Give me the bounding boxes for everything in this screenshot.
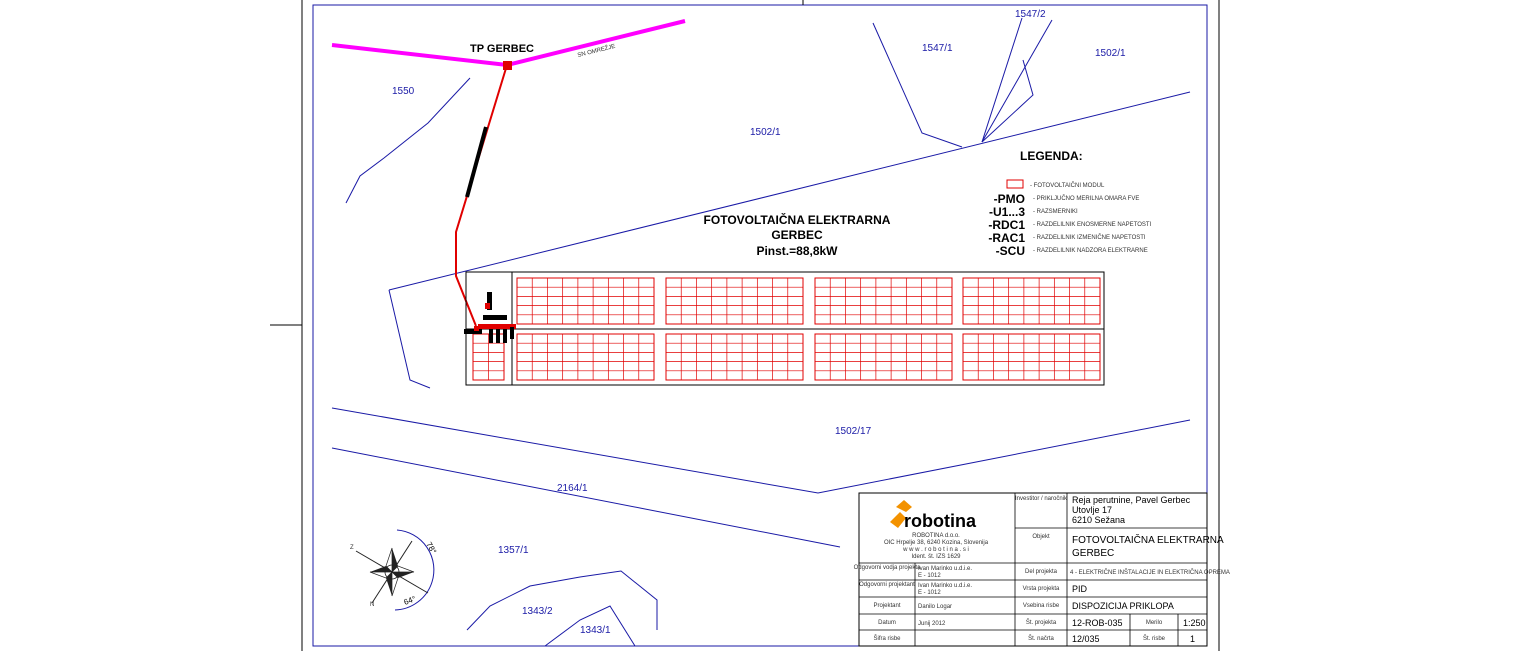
legend-title: LEGENDA: (1020, 149, 1083, 163)
plant-power: Pinst.=88,8kW (756, 244, 838, 258)
legend-code-1: -PMO (994, 192, 1025, 206)
sheet-label: Št. risbe (1143, 635, 1166, 642)
date-label: Datum (878, 620, 896, 626)
pv-module-block (814, 277, 953, 325)
parcel-boundaries (331, 17, 1191, 647)
parcel-1502-17: 1502/17 (835, 426, 872, 437)
filing-label: Šifra risbe (873, 635, 901, 642)
resp-designer-label: Odgovorni vodja projekta (854, 565, 921, 571)
company-ident: Ident. št. IZS 1629 (911, 554, 961, 560)
title-block (858, 492, 1208, 647)
resp-designer-line1: Ivan Marinko u.d.i.e. (918, 566, 972, 572)
investor-line3: 6210 Sežana (1072, 515, 1125, 525)
legend: LEGENDA: - FOTOVOLTAIČNI MODUL -PMO - PR… (988, 149, 1151, 258)
legend-item-2: - RAZSMERNIKI (1033, 209, 1078, 215)
pv-module-block (472, 333, 505, 381)
legend-code-4: -RAC1 (988, 231, 1025, 245)
projno-value: 12-ROB-035 (1072, 618, 1123, 628)
content-label: Vsebina risbe (1023, 603, 1060, 609)
scale-value: 1:250 (1183, 618, 1206, 628)
company-web: w w w . r o b o t i n a . s i (902, 547, 969, 553)
plant-title-line1: FOTOVOLTAIČNA ELEKTRARNA (704, 212, 891, 227)
projno-label: Št. projekta (1026, 619, 1057, 626)
pv-module-block (962, 277, 1101, 325)
parcel-2164-1: 2164/1 (557, 483, 588, 494)
parcel-1550: 1550 (392, 86, 415, 97)
parcel-1547-2: 1547/2 (1015, 9, 1046, 20)
legend-item-1: - PRIKLJUČNO MERILNA OMARA FVE (1033, 195, 1139, 202)
parcel-1502-1: 1502/1 (750, 127, 781, 138)
svg-text:Z: Z (350, 545, 354, 551)
substation-label: TP GERBEC (470, 43, 534, 55)
part-value: 4 - ELEKTRIČNE INŠTALACIJE IN ELEKTRIČNA… (1070, 569, 1230, 576)
parcel-1547-1: 1547/1 (922, 43, 953, 54)
parcel-1502-1-upper: 1502/1 (1095, 48, 1126, 59)
compass-icon: Z N (350, 529, 435, 611)
pv-module-block (814, 333, 953, 381)
connection-cable (455, 64, 508, 327)
cable-crossing-marker (465, 126, 488, 198)
scale-label: Merilo (1146, 620, 1163, 626)
drawno-value: 12/035 (1072, 634, 1100, 644)
company-address: OIC Hrpelje 38, 6240 Kozina, Slovenija (884, 540, 989, 546)
sheet-value: 1 (1190, 634, 1195, 644)
investor-line2: Utovlje 17 (1072, 505, 1112, 515)
investor-line1: Reja perutnine, Pavel Gerbec (1072, 495, 1191, 505)
parcel-1357-1: 1357/1 (498, 545, 529, 556)
object-line2: GERBEC (1072, 548, 1114, 559)
compass-angle-2: 64° (403, 594, 417, 607)
pv-module-block (962, 333, 1101, 381)
part-label: Del projekta (1025, 569, 1058, 575)
legend-item-5: - RAZDELILNIK NADZORA ELEKTRARNE (1033, 248, 1148, 254)
parcel-1343-1: 1343/1 (580, 625, 611, 636)
drawno-label: Št. načrta (1028, 635, 1054, 642)
drafter-value: Danilo Logar (918, 604, 952, 610)
plant-title-line2: GERBEC (771, 228, 823, 242)
type-label: Vrsta projekta (1023, 586, 1060, 592)
investor-label: Investitor / naročnik (1015, 496, 1068, 502)
compass-angle-1: 78° (424, 541, 438, 556)
pv-module-block (665, 333, 804, 381)
logo-text: robotina (904, 511, 977, 531)
legend-item-4: - RAZDELILNIK IZMENIČNE NAPETOSTI (1033, 234, 1146, 241)
pv-module-block (665, 277, 804, 325)
resp-planner-line2: E - 1012 (918, 590, 941, 596)
pv-module-block (516, 277, 655, 325)
company-name: ROBOTINA d.o.o. (912, 533, 960, 539)
legend-item-3: - RAZDELILNIK ENOSMERNE NAPETOSTI (1033, 222, 1152, 228)
content-value: DISPOZICIJA PRIKLOPA (1072, 601, 1174, 611)
robotina-logo: robotina (890, 500, 977, 531)
date-value: Junij 2012 (918, 621, 946, 627)
type-value: PID (1072, 584, 1088, 594)
building-outline (465, 271, 1105, 386)
pv-module-block (516, 333, 655, 381)
drafter-label: Projektant (873, 603, 900, 609)
legend-item-0: - FOTOVOLTAIČNI MODUL (1030, 182, 1105, 189)
equipment-room (464, 292, 516, 343)
legend-module-swatch (1006, 179, 1024, 189)
resp-planner-label: Odgovorni projektant (859, 582, 915, 588)
object-label: Objekt (1032, 534, 1050, 540)
resp-planner-line1: Ivan Marinko u.d.i.e. (918, 583, 972, 589)
pv-module-array (472, 277, 1101, 381)
legend-code-3: -RDC1 (988, 218, 1025, 232)
parcel-1343-2: 1343/2 (522, 606, 553, 617)
svg-text:N: N (370, 602, 374, 608)
resp-designer-line2: E - 1012 (918, 573, 941, 579)
drawing-frame (312, 4, 1208, 647)
object-line1: FOTOVOLTAIČNA ELEKTRARNA (1072, 533, 1224, 546)
legend-code-2: -U1...3 (989, 205, 1025, 219)
legend-code-5: -SCU (996, 244, 1025, 258)
